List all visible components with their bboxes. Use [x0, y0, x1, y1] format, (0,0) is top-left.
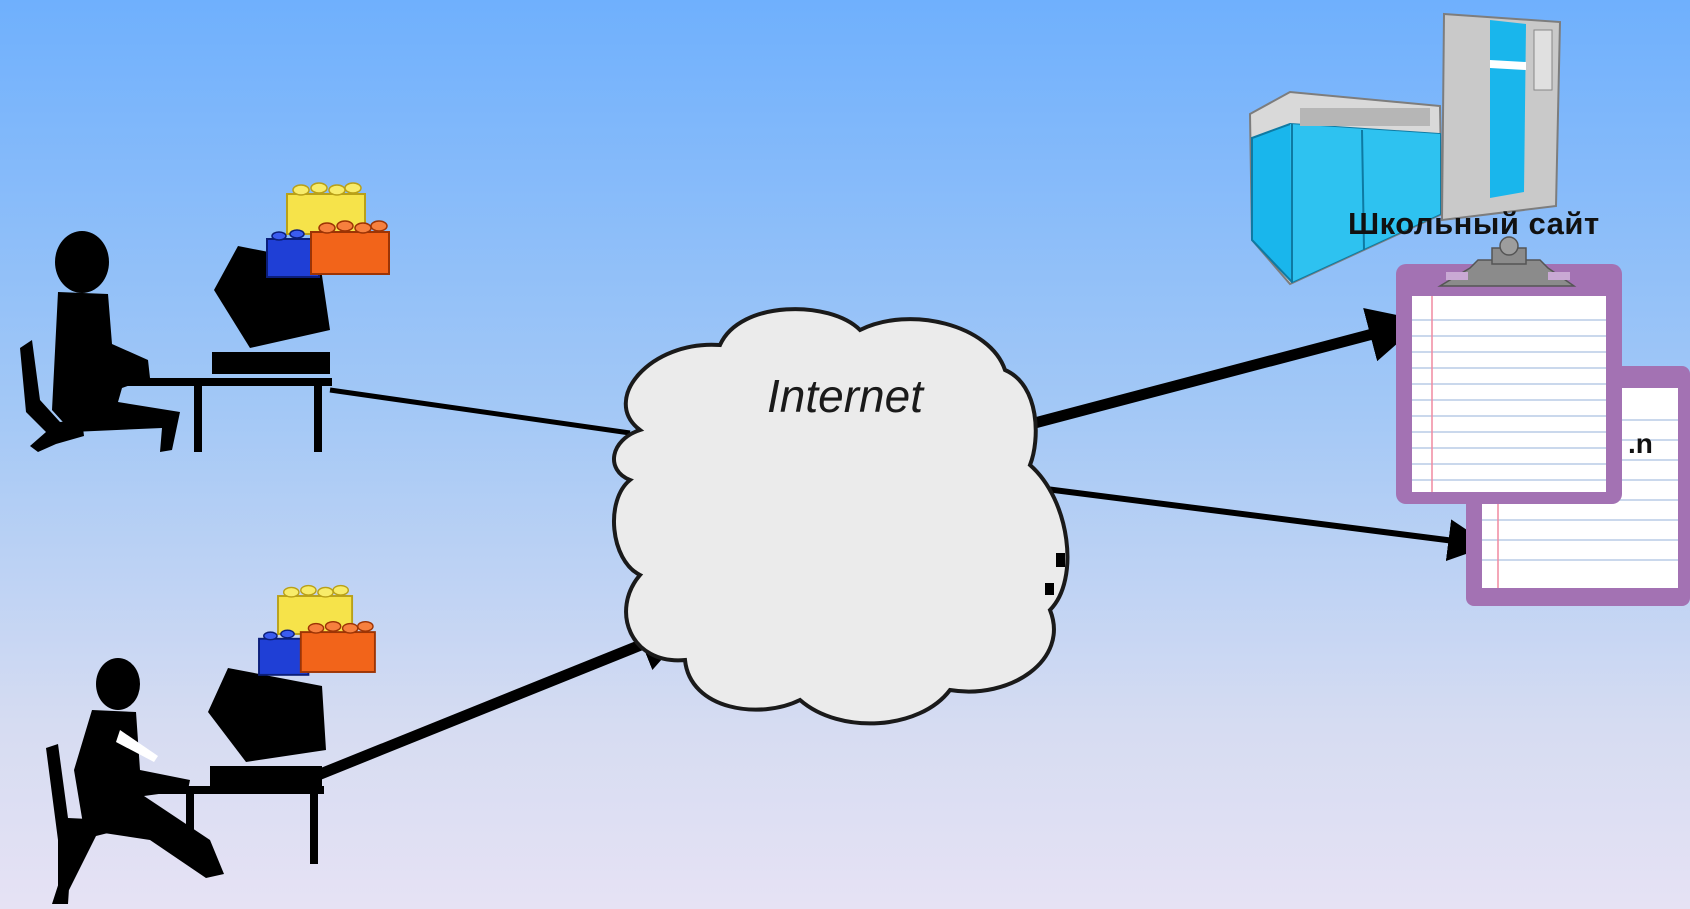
toy-bricks-icon: [266, 182, 390, 278]
arrow-cloud-page2: [1037, 485, 1491, 562]
page-suffix-label: .n: [1628, 428, 1653, 459]
server-icon: [1248, 12, 1562, 286]
cloud-icon: [612, 307, 1070, 726]
link-user2-cloud: [315, 618, 694, 781]
arrow-cloud-site: [1010, 308, 1424, 435]
toy-bricks-icon: [258, 584, 376, 676]
link-user1-cloud: [329, 387, 631, 436]
clipboard-icon: [1396, 236, 1622, 504]
cloud-label: Internet: [767, 370, 923, 422]
site-label: Школьный сайт: [1348, 206, 1600, 241]
user-at-computer-icon: [46, 658, 326, 904]
